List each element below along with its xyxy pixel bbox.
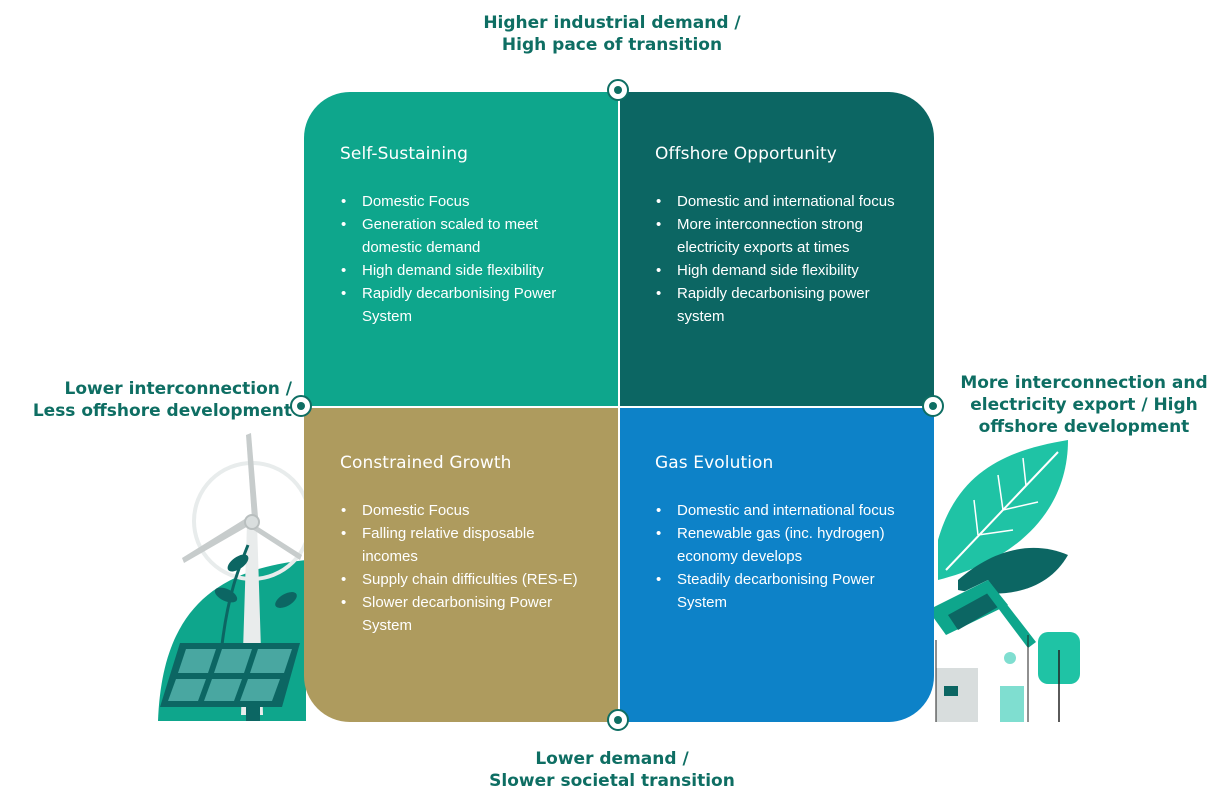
list-item: Domestic and international focus bbox=[655, 190, 907, 213]
right-illustration bbox=[928, 440, 1080, 722]
list-item: Rapidly decarbonising power system bbox=[655, 282, 907, 328]
list-item: High demand side flexibility bbox=[655, 259, 907, 282]
list-item: Domestic and international focus bbox=[655, 499, 907, 522]
axis-label-top: Higher industrial demand / High pace of … bbox=[412, 12, 812, 56]
list-item: High demand side flexibility bbox=[340, 259, 592, 282]
quadrant-self-sustaining: Self-Sustaining Domestic Focus Generatio… bbox=[304, 92, 619, 407]
axis-label-right: More interconnection and electricity exp… bbox=[944, 372, 1224, 438]
left-illustration bbox=[158, 433, 310, 721]
tree-icon bbox=[1038, 632, 1080, 722]
quadrant-title: Constrained Growth bbox=[340, 453, 512, 473]
axis-marker-bottom bbox=[607, 709, 629, 731]
axis-label-line: Slower societal transition bbox=[489, 771, 735, 791]
quadrant-title: Offshore Opportunity bbox=[655, 144, 837, 164]
quadrant-gas-evolution: Gas Evolution Domestic and international… bbox=[619, 407, 934, 722]
leaf-icon bbox=[938, 440, 1068, 594]
house-icon bbox=[928, 580, 1036, 722]
quadrant-offshore-opportunity: Offshore Opportunity Domestic and intern… bbox=[619, 92, 934, 407]
horizontal-axis-line bbox=[304, 406, 934, 408]
axis-label-line: electricity export / High bbox=[970, 395, 1198, 415]
list-item: Renewable gas (inc. hydrogen) economy de… bbox=[655, 522, 907, 568]
quadrant-title: Self-Sustaining bbox=[340, 144, 468, 164]
axis-label-line: High pace of transition bbox=[501, 35, 723, 55]
axis-marker-left bbox=[290, 395, 312, 417]
list-item: Rapidly decarbonising Power System bbox=[340, 282, 592, 328]
quadrant-bullets: Domestic and international focus Renewab… bbox=[655, 499, 907, 614]
axis-label-bottom: Lower demand / Slower societal transitio… bbox=[412, 748, 812, 792]
axis-label-line: More interconnection and bbox=[960, 373, 1208, 393]
axis-label-line: Less offshore development bbox=[32, 401, 292, 421]
scenario-matrix: Self-Sustaining Domestic Focus Generatio… bbox=[304, 92, 934, 722]
axis-marker-right bbox=[922, 395, 944, 417]
axis-marker-top bbox=[607, 79, 629, 101]
list-item: Falling relative disposable incomes bbox=[340, 522, 592, 568]
quadrant-constrained-growth: Constrained Growth Domestic Focus Fallin… bbox=[304, 407, 619, 722]
list-item: Domestic Focus bbox=[340, 499, 592, 522]
list-item: Supply chain difficulties (RES-E) bbox=[340, 568, 592, 591]
axis-label-line: Lower demand / bbox=[535, 749, 689, 769]
list-item: Domestic Focus bbox=[340, 190, 592, 213]
axis-label-left: Lower interconnection / Less offshore de… bbox=[0, 378, 292, 422]
quadrant-bullets: Domestic Focus Falling relative disposab… bbox=[340, 499, 592, 637]
plant-icon bbox=[214, 544, 297, 646]
axis-label-line: Lower interconnection / bbox=[64, 379, 292, 399]
quadrant-bullets: Domestic and international focus More in… bbox=[655, 190, 907, 328]
list-item: Slower decarbonising Power System bbox=[340, 591, 592, 637]
list-item: More interconnection strong electricity … bbox=[655, 213, 907, 259]
axis-label-line: offshore development bbox=[978, 417, 1190, 437]
axis-label-line: Higher industrial demand / bbox=[483, 13, 741, 33]
quadrant-title: Gas Evolution bbox=[655, 453, 774, 473]
list-item: Steadily decarbonising Power System bbox=[655, 568, 907, 614]
solar-panel-icon bbox=[160, 643, 300, 721]
quadrant-bullets: Domestic Focus Generation scaled to meet… bbox=[340, 190, 592, 328]
list-item: Generation scaled to meet domestic deman… bbox=[340, 213, 592, 259]
